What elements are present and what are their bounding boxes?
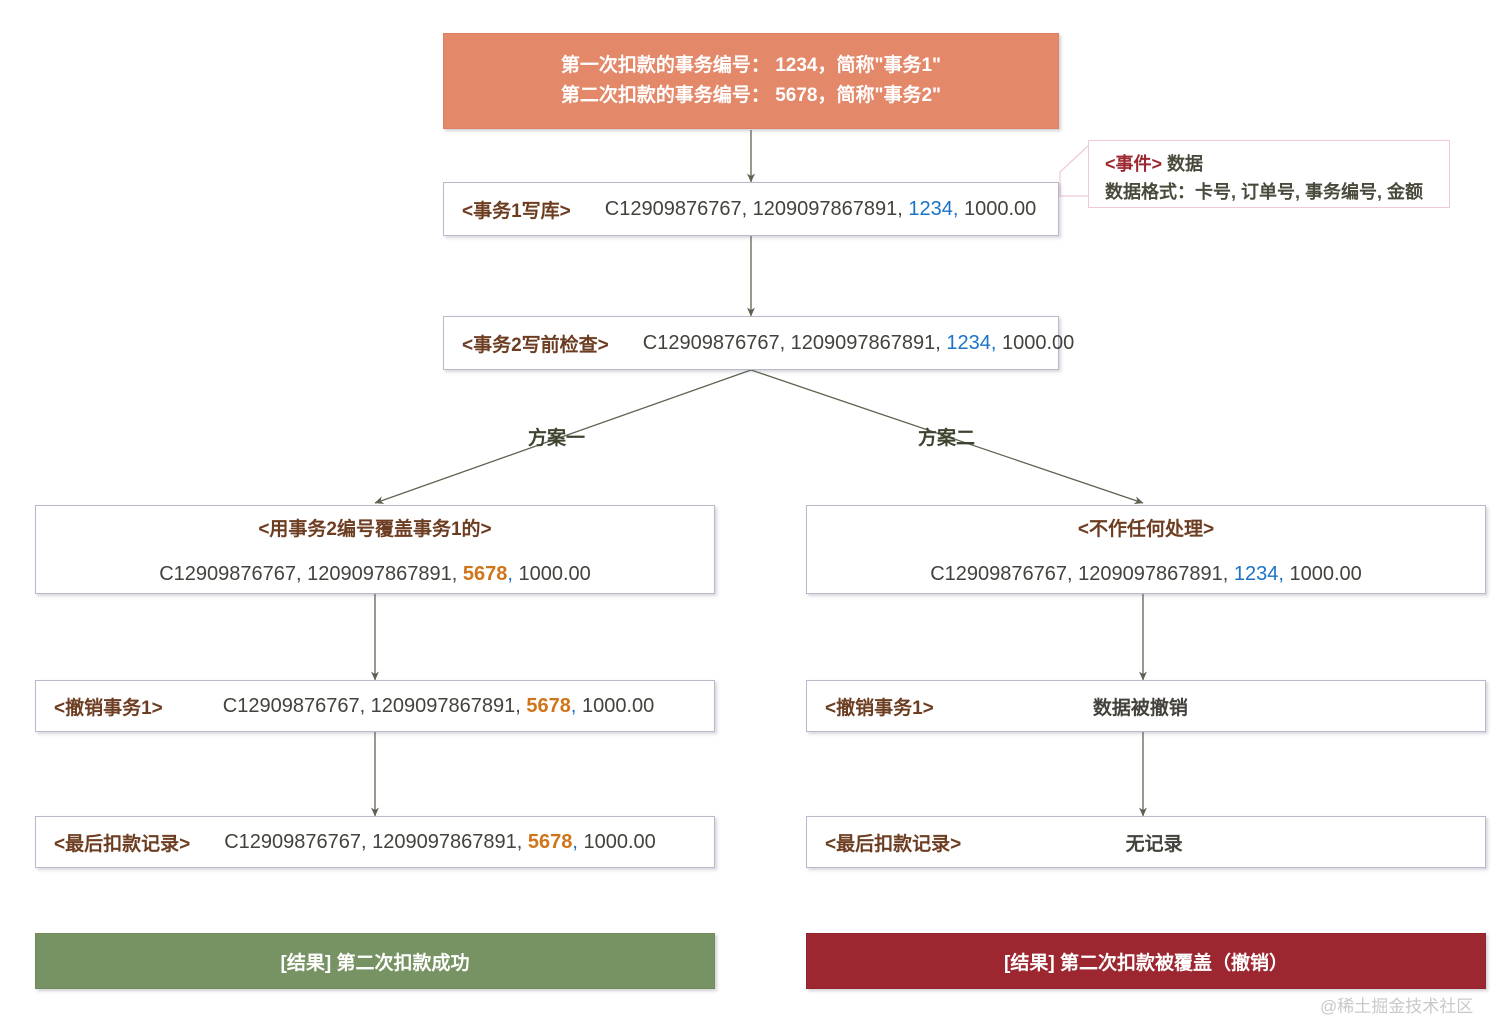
node-left-final[interactable]: <最后扣款记录> C12909876767, 1209097867891, 56… [35, 816, 715, 868]
callout-leader-line [1059, 145, 1089, 197]
node-write1[interactable]: <事务1写库> C12909876767, 1209097867891, 123… [443, 182, 1059, 236]
node-right-final[interactable]: <最后扣款记录> 无记录 [806, 816, 1486, 868]
txn-id-2: 1234 [946, 331, 991, 354]
card-order-5: C12909876767, 1209097867891, [222, 694, 527, 717]
node-right-final-tag: <最后扣款记录> [825, 833, 962, 855]
amount-3: 1000.00 [512, 562, 591, 585]
txn-comma-2: , [990, 331, 997, 354]
node-left-cancel-payload: C12909876767, 1209097867891, 5678, 1000.… [223, 695, 655, 718]
card-order-2: C12909876767, 1209097867891, [642, 331, 947, 354]
result-banner-left: [结果] 第二次扣款成功 [35, 933, 715, 989]
callout-title-line: <事件> 数据 [1105, 150, 1435, 178]
card-order-1: C12909876767, 1209097867891, [604, 197, 909, 220]
node-left-final-tag: <最后扣款记录> [54, 833, 191, 855]
result-banner-right: [结果] 第二次扣款被覆盖（撤销） [806, 933, 1486, 989]
result-left-label: [结果] 第二次扣款成功 [280, 952, 470, 974]
txn-comma-5: , [570, 694, 577, 717]
branch-label-right: 方案二 [918, 428, 976, 449]
txn-id-5: 5678 [526, 694, 571, 717]
node-write1-tag: <事务1写库> [462, 200, 571, 222]
card-order-4: C12909876767, 1209097867891, [930, 562, 1234, 585]
header-banner: 第一次扣款的事务编号： 1234，简称"事务1" 第二次扣款的事务编号： 567… [443, 33, 1059, 129]
header-line-1: 第一次扣款的事务编号： 1234，简称"事务1" [560, 55, 942, 76]
amount-5: 1000.00 [576, 694, 655, 717]
event-callout: <事件> 数据 数据格式：卡号, 订单号, 事务编号, 金额 [1088, 140, 1450, 208]
txn-comma-1: , [952, 197, 959, 220]
node-left-final-payload: C12909876767, 1209097867891, 5678, 1000.… [224, 831, 656, 854]
watermark: @稀土掘金技术社区 [1320, 997, 1474, 1016]
node-right-noop-payload: C12909876767, 1209097867891, 1234, 1000.… [930, 563, 1362, 586]
txn-id-1: 1234 [908, 197, 953, 220]
node-left-cancel[interactable]: <撤销事务1> C12909876767, 1209097867891, 567… [35, 680, 715, 732]
txn-comma-6: , [572, 830, 578, 853]
node-right-noop[interactable]: <不作任何处理> C12909876767, 1209097867891, 12… [806, 505, 1486, 594]
card-order-6: C12909876767, 1209097867891, [224, 830, 528, 853]
branch-label-left: 方案一 [528, 428, 586, 449]
txn-id-3: 5678 [462, 562, 508, 585]
node-left-overwrite-tag: <用事务2编号覆盖事务1的> [258, 518, 492, 540]
amount-4: 1000.00 [1283, 562, 1362, 585]
txn-id-4: 1234 [1233, 562, 1279, 585]
node-right-cancel-tag: <撤销事务1> [825, 697, 934, 719]
callout-format-line: 数据格式：卡号, 订单号, 事务编号, 金额 [1105, 182, 1424, 202]
txn-comma-4: , [1278, 562, 1284, 585]
node-right-final-text: 无记录 [1125, 833, 1183, 855]
txn-comma-3: , [507, 562, 513, 585]
result-right-label: [结果] 第二次扣款被覆盖（撤销） [1004, 952, 1288, 974]
amount-1: 1000.00 [958, 197, 1037, 220]
amount-2: 1000.00 [996, 331, 1075, 354]
node-precheck2[interactable]: <事务2写前检查> C12909876767, 1209097867891, 1… [443, 316, 1074, 370]
node-left-cancel-tag: <撤销事务1> [54, 697, 163, 719]
node-write1-payload: C12909876767, 1209097867891, 1234, 1000.… [605, 198, 1037, 221]
node-precheck2-payload: C12909876767, 1209097867891, 1234, 1000.… [643, 332, 1075, 355]
header-line-2: 第二次扣款的事务编号： 5678，简称"事务2" [560, 85, 942, 106]
amount-6: 1000.00 [577, 830, 656, 853]
card-order-3: C12909876767, 1209097867891, [159, 562, 463, 585]
txn-id-6: 5678 [527, 830, 573, 853]
node-precheck2-tag: <事务2写前检查> [462, 334, 609, 356]
node-right-cancel-text: 数据被撤销 [1092, 697, 1188, 719]
node-left-overwrite[interactable]: <用事务2编号覆盖事务1的> C12909876767, 12090978678… [35, 505, 715, 594]
event-suffix: 数据 [1162, 154, 1204, 174]
node-right-noop-tag: <不作任何处理> [1077, 518, 1215, 540]
event-tag: <事件> [1105, 154, 1163, 174]
node-right-cancel[interactable]: <撤销事务1> 数据被撤销 [806, 680, 1486, 732]
node-left-overwrite-payload: C12909876767, 1209097867891, 5678, 1000.… [159, 563, 591, 586]
